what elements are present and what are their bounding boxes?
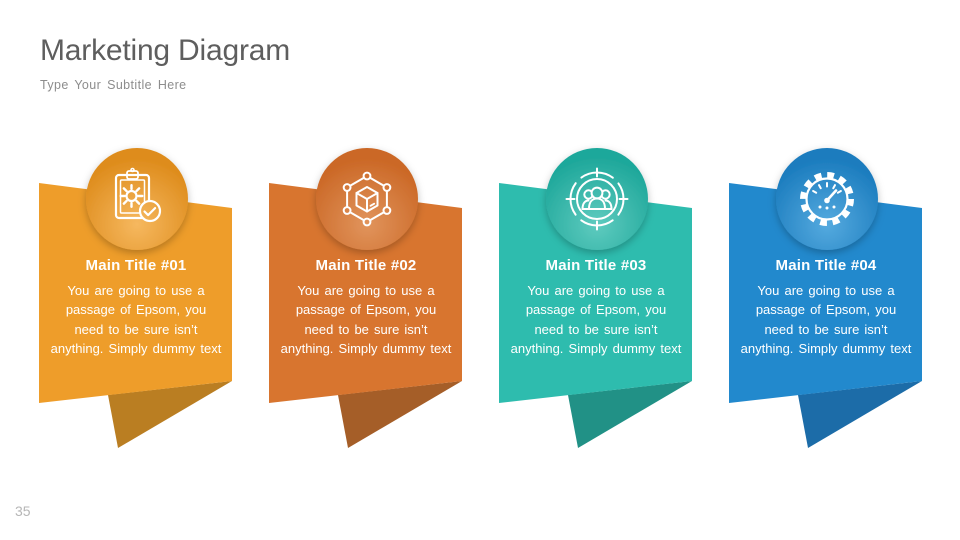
card-title: Main Title #03: [545, 257, 647, 274]
gauge-gear-icon: [800, 172, 854, 226]
card-body: You are going to use a passage of Epsom,…: [510, 283, 682, 357]
ribbon-body: [499, 183, 692, 403]
ribbon-graphic: [39, 148, 232, 448]
ribbon-fold: [338, 381, 462, 448]
card-1: Main Title #01 You are going to use a pa…: [39, 140, 233, 452]
ribbon-graphic: [729, 148, 922, 448]
ribbon-body: [729, 183, 922, 403]
card-title: Main Title #04: [775, 257, 877, 274]
card-3: Main Title #03 You are going to use a pa…: [499, 140, 693, 452]
card-title: Main Title #01: [85, 257, 187, 274]
page-number: 35: [15, 503, 31, 519]
clipboard-gear-check-icon: [114, 167, 162, 223]
icon-circle: [86, 148, 188, 250]
cube-network-icon: [342, 171, 392, 227]
card-body: You are going to use a passage of Epsom,…: [740, 283, 912, 357]
card-title: Main Title #02: [315, 257, 417, 274]
ribbon-fold: [108, 381, 232, 448]
ribbon-graphic: [269, 148, 462, 448]
card-body: You are going to use a passage of Epsom,…: [280, 283, 452, 357]
slide-title: Marketing Diagram: [40, 34, 291, 67]
slide-subtitle: Type Your Subtitle Here: [40, 78, 187, 92]
ribbon-fold: [798, 381, 922, 448]
ribbon-body: [269, 183, 462, 403]
card-2: Main Title #02 You are going to use a pa…: [269, 140, 463, 452]
target-audience-icon: [565, 167, 629, 231]
ribbon-fold: [568, 381, 692, 448]
ribbon-graphic: [499, 148, 692, 448]
card-4: Main Title #04 You are going to use a pa…: [729, 140, 923, 452]
ribbon-body: [39, 183, 232, 403]
card-body: You are going to use a passage of Epsom,…: [50, 283, 222, 357]
